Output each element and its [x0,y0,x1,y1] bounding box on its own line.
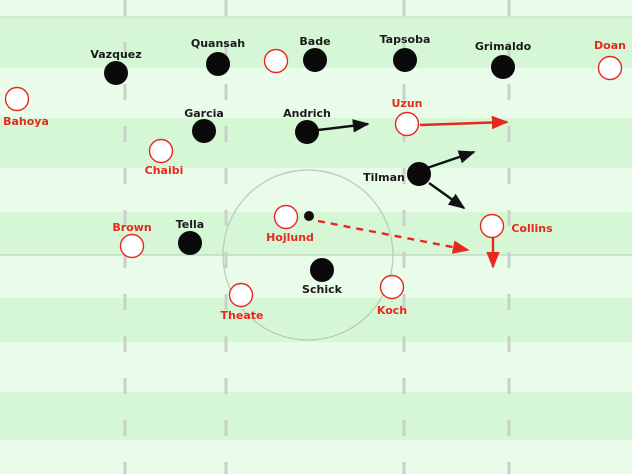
player-name-label: Bahoya [3,115,49,128]
player-marker [303,48,327,72]
player-marker [394,111,420,137]
tilman-run-up-arrow [426,150,476,170]
player-name-label: Bade [299,35,330,48]
player-marker [295,120,319,144]
player-name-label: Schick [302,283,343,296]
player-marker [407,162,431,186]
player-chaibi: Chaibi [145,138,184,177]
player-name-label: Tella [176,218,204,231]
player-marker [4,86,30,112]
player-quansah: Quansah [191,37,245,76]
pitch-stripe [0,212,632,255]
player-marker [491,55,515,79]
player-bahoya: Bahoya [3,86,49,128]
centre-circle [222,169,394,341]
movement-arrows [317,115,509,269]
player-theate: Theate [221,282,264,322]
player-name-label: Koch [377,304,407,317]
pitch-stripe [0,0,632,17]
player-doan: Doan [594,39,626,81]
player-marker [178,231,202,255]
player-name-label: Hojlund [266,231,314,244]
player-name-label: Theate [221,309,264,322]
player-marker [263,48,289,74]
player-tella: Tella [176,218,204,255]
player-collins: Collins [479,213,553,239]
player-hojlund: Hojlund [266,204,314,244]
player-marker [597,55,623,81]
player-name-label: Tapsoba [380,33,431,46]
player-bade: Bade [299,35,331,72]
player-tapsoba: Tapsoba [380,33,431,72]
player-garcia: Garcia [184,107,224,143]
player-marker [206,52,230,76]
player-marker [228,282,254,308]
player-marker [393,48,417,72]
player-marker [379,274,405,300]
pitch-stripe [0,298,632,342]
player-name-label: Garcia [184,107,224,120]
player-name-label: Grimaldo [475,40,532,53]
player-koch: Koch [377,274,407,317]
pitch-stripe [0,342,632,392]
tilman-run-down-arrow [428,182,466,209]
player-name-label: Uzun [392,97,423,110]
player-tilman: Tilman [363,162,431,186]
player-uzun: Uzun [392,97,423,137]
player-name-label: Andrich [283,107,331,120]
player-name-label: Tilman [363,171,405,184]
player-marker [119,233,145,259]
player-marker [273,204,299,230]
player-andrich: Andrich [283,107,331,144]
player-name-label: Doan [594,39,626,52]
player-name-label: Brown [112,221,151,234]
uzun-run-arrow [419,115,509,130]
ball [304,211,314,221]
player-marker [192,119,216,143]
pitch-stripe [0,440,632,474]
pitch-stripe [0,168,632,212]
player-schick: Schick [302,258,343,296]
player-name-label: Quansah [191,37,245,50]
pitch-stripe [0,392,632,440]
player-unlabeled [263,48,289,74]
player-marker [104,61,128,85]
player-name-label: Collins [511,222,553,235]
andrich-run-arrow [317,119,370,133]
player-marker [479,213,505,239]
player-grimaldo: Grimaldo [475,40,532,79]
player-name-label: Chaibi [145,164,184,177]
player-marker [310,258,334,282]
ball-layer [304,211,314,221]
player-name-label: Vazquez [90,48,141,61]
player-vazquez: Vazquez [90,48,142,85]
player-brown: Brown [112,221,152,259]
player-marker [148,138,174,164]
